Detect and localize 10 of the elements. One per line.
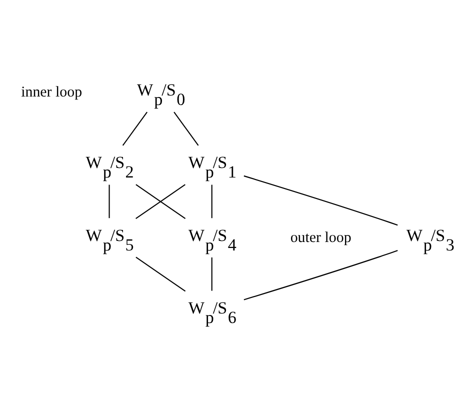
connector: [244, 175, 398, 226]
label: inner loop: [21, 84, 82, 100]
connector: [136, 256, 186, 292]
connector: [244, 250, 398, 300]
label: outer loop: [290, 230, 352, 246]
connector: [108, 184, 110, 218]
connector: [174, 112, 199, 146]
connector: [211, 184, 212, 218]
connector: [211, 257, 212, 291]
connector: [122, 112, 148, 146]
